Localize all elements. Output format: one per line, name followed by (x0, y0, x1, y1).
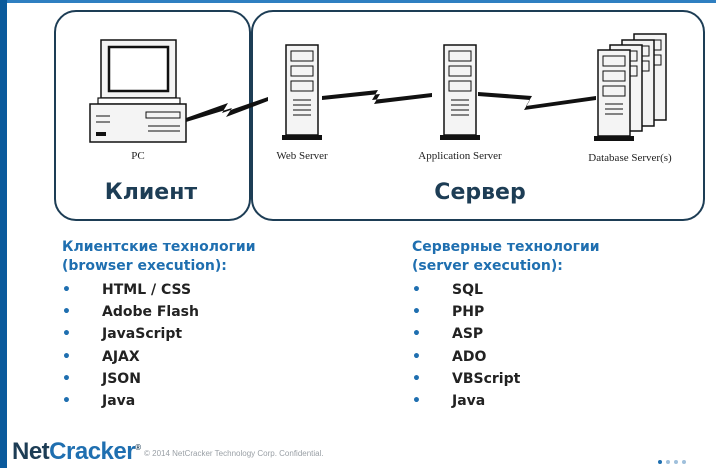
list-item: •ADO (412, 346, 702, 368)
bullet-icon: • (412, 282, 421, 298)
application-server-caption: Application Server (418, 150, 502, 162)
list-item: •JSON (62, 368, 362, 390)
architecture-diagram (89, 33, 667, 143)
left-accent-bar (0, 0, 7, 468)
server-tech-title-line2: (server execution): (412, 258, 563, 274)
client-label: Клиент (104, 180, 198, 205)
client-tech-title-line2: (browser execution): (62, 258, 227, 274)
list-item: •Java (412, 390, 702, 412)
client-tech-list: •HTML / CSS •Adobe Flash •JavaScript •AJ… (62, 279, 362, 412)
server-technologies: Серверные технологии (server execution):… (412, 238, 702, 412)
list-item: •ASP (412, 323, 702, 345)
slide-pager-dots (658, 449, 690, 468)
link-app-db (478, 92, 596, 110)
bullet-icon: • (62, 370, 71, 387)
list-item: •Java (62, 390, 362, 412)
bullet-icon: • (62, 282, 71, 298)
bullet-icon: • (412, 392, 421, 409)
server-label: Сервер (434, 180, 526, 205)
pager-dot-icon (658, 460, 662, 464)
list-item: •PHP (412, 301, 702, 323)
application-server-icon (440, 44, 480, 140)
bullet-icon: • (62, 392, 71, 409)
bullet-icon: • (62, 304, 71, 321)
copyright-text: © 2014 NetCracker Technology Corp. Confi… (144, 449, 324, 458)
link-web-app (322, 90, 432, 104)
bullet-icon: • (412, 326, 421, 343)
bullet-icon: • (62, 348, 71, 365)
pager-dot-icon (666, 460, 670, 464)
top-accent-strip (7, 0, 716, 3)
list-item: •SQL (412, 279, 702, 301)
list-item: •HTML / CSS (62, 279, 362, 301)
bullet-icon: • (62, 326, 71, 343)
list-item: •AJAX (62, 346, 362, 368)
list-item: •Adobe Flash (62, 301, 362, 323)
bullet-icon: • (412, 348, 421, 365)
list-item: •JavaScript (62, 323, 362, 345)
web-server-icon (282, 44, 322, 140)
web-server-caption: Web Server (276, 150, 328, 162)
server-tech-list: •SQL •PHP •ASP •ADO •VBScript •Java (412, 279, 702, 412)
bullet-icon: • (412, 304, 421, 321)
pager-dot-icon (674, 460, 678, 464)
pc-icon (89, 39, 187, 143)
bullet-icon: • (412, 370, 421, 387)
list-item: •VBScript (412, 368, 702, 390)
network-link-icons (186, 90, 596, 122)
client-tech-title-line1: Клиентские технологии (62, 239, 256, 255)
database-servers-icon (594, 33, 667, 141)
database-servers-caption: Database Server(s) (588, 152, 672, 164)
pc-caption: PC (131, 150, 145, 162)
server-tech-title-line1: Серверные технологии (412, 239, 600, 255)
netcracker-logo: NetCracker® (12, 438, 141, 465)
client-technologies: Клиентские технологии (browser execution… (62, 238, 362, 412)
link-pc-web (186, 97, 268, 122)
pager-dot-icon (682, 460, 686, 464)
footer: NetCracker® © 2014 NetCracker Technology… (12, 438, 324, 465)
